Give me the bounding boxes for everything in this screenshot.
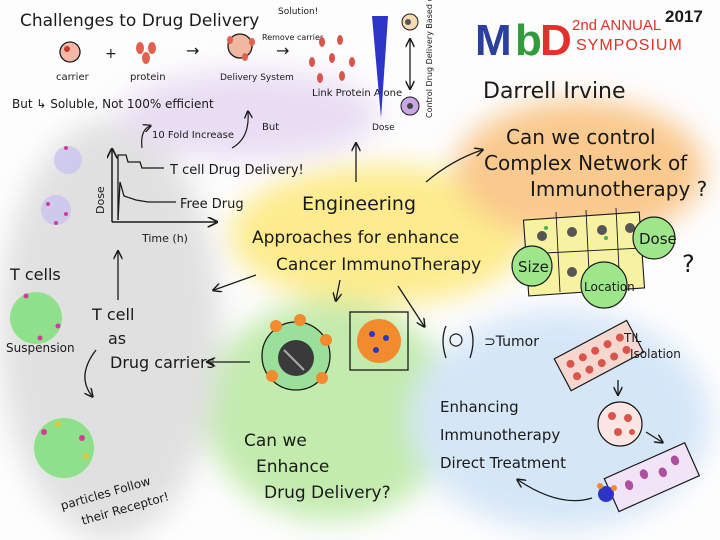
free-drug-label: Free Drug [180,197,244,212]
center-title-line1: Engineering [302,193,416,215]
enhancing-line1: Enhancing [440,398,519,416]
challenges-title: Challenges to Drug Delivery [20,11,259,31]
graph-ylabel: Dose [94,186,107,214]
tumor-label-text: Tumor [495,334,540,350]
fold-increase-label: 10 Fold Increase [152,130,234,141]
tcell-carriers-line3: Drug carriers [110,353,215,372]
injected-cell-icon [597,483,617,502]
carrier-icon [59,41,81,63]
particles-receptor-icon [34,418,94,478]
wash-yellow-center [230,165,530,305]
carrier-label: carrier [56,72,90,83]
dose-bubble: Dose [632,216,677,260]
top-cell-icon [401,13,419,31]
control-drug-delivery-note: Control Drug Delivery Based on Dose Requ… [425,0,434,118]
tumor-label: ⊃Tumor [484,334,539,350]
link-protein-label: Link Protein Alone [312,88,402,99]
arrow-center-to-left [214,274,257,290]
arrow-left-down [85,349,97,396]
location-bubble: Location [580,261,635,309]
remove-carrier-label: Remove carrier [262,33,324,42]
delivery-system-label: Delivery System [220,73,294,83]
year-label: 2017 [665,7,703,26]
tcell-with-backpack-icon [261,314,332,391]
tumor-icon [442,325,474,359]
delivery-system-icon [227,33,255,61]
suspension-label: Suspension [6,341,75,355]
tcell-delivery-curve [117,154,164,220]
symposium-label: SYMPOSIUM [576,37,683,54]
tcell-carriers-line1: T cell [91,305,134,324]
graph-xlabel: Time (h) [141,232,188,245]
tcell-suspension-icon [10,292,62,344]
dose-label-top: Dose [372,123,395,133]
network-question-line1: Can we control [506,125,656,149]
solution-label: Solution! [278,7,318,17]
enhancing-immunotherapy-label: Enhancing Immunotherapy Direct Treatment [440,398,566,472]
symposium-logo: M b D 2nd ANNUAL SYMPOSIUM 2017 [475,7,703,65]
til-plate-icon [553,319,645,392]
enhance-line2: Enhance [256,457,329,477]
but-arrow [231,112,248,149]
dose-time-graph [112,150,216,222]
logo-letter-b: b [515,16,542,65]
graph-but-label: But [262,122,279,133]
arrow-center-to-bottom-right [397,285,424,326]
enhancing-line2: Immunotherapy [440,426,560,444]
til-line1: TIL [623,331,642,345]
logo-letter-m: M [475,16,512,65]
network-question-line2: Complex Network of [484,151,688,175]
fold-arrow [141,126,150,149]
arrow-til-to-flask [645,431,662,442]
center-title-line2: Approaches for enhance [252,228,459,248]
link-protein-icon [309,35,355,83]
wash-orange-network [455,100,705,240]
arrow-center-to-bottom [336,279,340,300]
but-soluble-line: But ↳ Soluble, Not 100% efficient [12,97,214,111]
plus-sign: + [105,46,117,62]
tcell-carriers-label: T cell as Drug carriers [91,305,215,372]
location-label: Location [584,280,635,294]
size-label: Size [518,258,549,276]
network-question-mark: ? [682,250,695,278]
graph-cell-upper [54,146,82,174]
wash-blue-bottom-right [410,310,710,530]
til-isolation-label: TIL Isolation [623,331,681,361]
dose-bubble-label: Dose [639,230,677,248]
network-question: Can we control Complex Network of Immuno… [484,125,707,201]
center-title-line3: Cancer ImmunoTherapy [276,255,481,275]
speaker-name: Darrell Irvine [483,79,626,104]
til-expansion-icon [597,401,643,447]
free-drug-curve [117,181,176,221]
tcell-drug-delivery-label: T cell Drug Delivery! [169,163,304,178]
til-line2: Isolation [630,347,681,361]
graph-cell-lower [41,195,71,225]
dose-wedge [372,16,388,118]
enhance-drug-delivery-question: Can we Enhance Drug Delivery? [244,431,391,503]
enhance-line1: Can we [244,431,307,451]
enhancing-line3: Direct Treatment [440,454,566,472]
arrow-back-to-treatment [518,480,593,502]
tcells-label: T cells [9,265,61,284]
logo-letter-d: D [540,16,572,65]
network-question-line3: Immunotherapy ? [530,177,707,201]
bottom-cell-icon [400,96,420,116]
nanoparticle-zoom-icon [349,311,409,371]
annual-label: 2nd ANNUAL [572,17,661,34]
size-bubble: Size [511,245,553,287]
arrow-center-to-network [425,150,482,183]
arrow-to-delivery: → [186,41,199,60]
tcell-carriers-line2: as [108,329,126,348]
protein-icon [136,42,156,64]
enhance-line3: Drug Delivery? [264,483,391,503]
protein-label: protein [130,72,166,83]
arrow-to-link: → [276,41,289,60]
wash-purple-top [120,70,380,160]
